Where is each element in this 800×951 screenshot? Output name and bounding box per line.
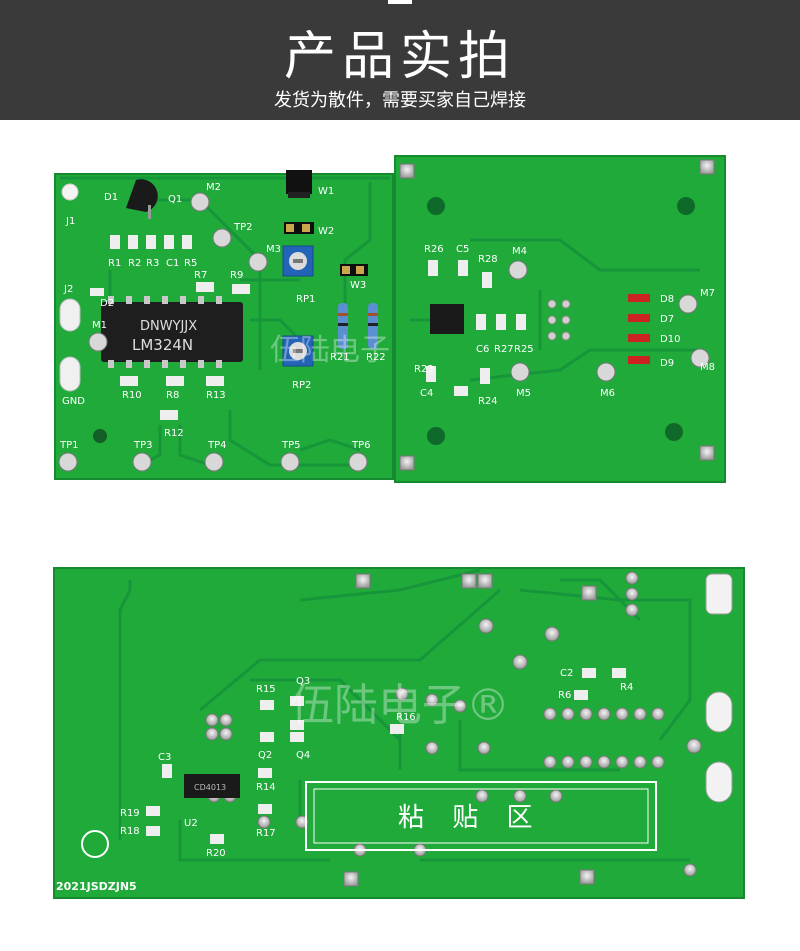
board-top-right: R26 C5 M4 R28 D8 M7 D7 C6 R27 R25 D10 R2… xyxy=(394,155,726,483)
u2-chip-text: CD4013 xyxy=(194,783,226,792)
page-subtitle: 发货为散件，需要买家自己焊接 xyxy=(274,90,526,111)
label-m1: M1 xyxy=(92,320,107,331)
label-r8: R8 xyxy=(166,390,179,401)
label-r1: R1 xyxy=(108,258,121,269)
label-tp2: TP2 xyxy=(233,222,253,233)
label-r12: R12 xyxy=(164,428,184,439)
label-r19: R19 xyxy=(120,808,140,819)
label-r17: R17 xyxy=(256,828,276,839)
label-c2: C2 xyxy=(560,668,573,679)
label-r3: R3 xyxy=(146,258,159,269)
label-d9: D9 xyxy=(660,358,674,369)
label-r2: R2 xyxy=(128,258,141,269)
label-r18: R18 xyxy=(120,826,140,837)
watermark-bottom: 伍陆电子® xyxy=(290,680,510,731)
label-q2: Q2 xyxy=(258,750,272,761)
label-tp6: TP6 xyxy=(351,440,371,451)
label-m7: M7 xyxy=(700,288,715,299)
label-r20: R20 xyxy=(206,848,226,859)
label-r13: R13 xyxy=(206,390,226,401)
product-photo: DNWYJJX LM324N J1 D1 Q1 M2 W1 W2 TP2 R1 … xyxy=(0,120,800,951)
label-d1: D1 xyxy=(104,192,118,203)
label-m4: M4 xyxy=(512,246,527,257)
pcb-illustration: DNWYJJX LM324N J1 D1 Q1 M2 W1 W2 TP2 R1 … xyxy=(53,155,745,899)
chip-label-1: DNWYJJX xyxy=(140,319,197,334)
label-q3: Q3 xyxy=(296,676,310,687)
label-d8: D8 xyxy=(660,294,674,305)
label-r10: R10 xyxy=(122,390,142,401)
label-r24: R24 xyxy=(478,396,498,407)
label-r15: R15 xyxy=(256,684,276,695)
header-accent-bar xyxy=(388,0,412,4)
label-m6: M6 xyxy=(600,388,615,399)
label-r23: R23 xyxy=(414,364,434,375)
label-rp2: RP2 xyxy=(292,380,311,391)
label-d2: D2 xyxy=(100,298,114,309)
paste-area-label: 粘 贴 区 xyxy=(398,803,543,833)
board-top-left: DNWYJJX LM324N J1 D1 Q1 M2 W1 W2 TP2 R1 … xyxy=(54,170,420,480)
board-bottom: CD4013 粘 贴 区 C2 R4 R6 R15 Q3 R16 Q2 Q4 C… xyxy=(53,567,745,899)
label-w2: W2 xyxy=(318,226,334,237)
label-r26: R26 xyxy=(424,244,444,255)
label-rp1: RP1 xyxy=(296,294,315,305)
label-w1: W1 xyxy=(318,186,334,197)
label-w3: W3 xyxy=(350,280,366,291)
label-r4: R4 xyxy=(620,682,633,693)
label-c3: C3 xyxy=(158,752,171,763)
label-j2: J2 xyxy=(63,284,73,295)
label-c6: C6 xyxy=(476,344,489,355)
label-c1: C1 xyxy=(166,258,179,269)
label-q1: Q1 xyxy=(168,194,182,205)
board-code: 2021JSDZJN5 xyxy=(56,880,137,893)
label-m3: M3 xyxy=(266,244,281,255)
label-c5: C5 xyxy=(456,244,469,255)
label-r9: R9 xyxy=(230,270,243,281)
label-tp3: TP3 xyxy=(133,440,153,451)
header-banner: 产品实拍 发货为散件，需要买家自己焊接 xyxy=(0,0,800,120)
label-m8: M8 xyxy=(700,362,715,373)
label-d10: D10 xyxy=(660,334,680,345)
label-r14: R14 xyxy=(256,782,276,793)
label-m5: M5 xyxy=(516,388,531,399)
page-title: 产品实拍 xyxy=(283,27,516,87)
label-r16: R16 xyxy=(396,712,416,723)
label-r25: R25 xyxy=(514,344,534,355)
label-gnd: GND xyxy=(62,396,85,407)
label-q4: Q4 xyxy=(296,750,310,761)
label-d7: D7 xyxy=(660,314,674,325)
label-tp1: TP1 xyxy=(59,440,79,451)
label-r28: R28 xyxy=(478,254,498,265)
label-r22: R22 xyxy=(366,352,386,363)
label-u2: U2 xyxy=(184,818,198,829)
label-r6: R6 xyxy=(558,690,571,701)
label-j1: J1 xyxy=(65,216,75,227)
label-r27: R27 xyxy=(494,344,514,355)
label-r7: R7 xyxy=(194,270,207,281)
label-c4: C4 xyxy=(420,388,433,399)
label-tp5: TP5 xyxy=(281,440,301,451)
label-m2: M2 xyxy=(206,182,221,193)
label-tp4: TP4 xyxy=(207,440,227,451)
label-r5: R5 xyxy=(184,258,197,269)
label-r21: R21 xyxy=(330,352,350,363)
chip-label-2: LM324N xyxy=(132,336,193,354)
